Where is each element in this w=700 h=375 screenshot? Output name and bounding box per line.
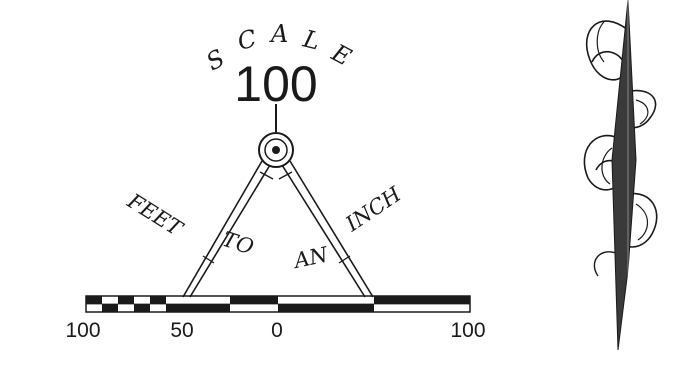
scale-phrase: FEET TO AN INCH bbox=[123, 182, 406, 274]
scale-tick-labels: 100 50 0 100 bbox=[65, 319, 485, 342]
scale-bar bbox=[86, 296, 470, 312]
tick-label: 0 bbox=[271, 319, 283, 342]
compass-divider-icon bbox=[183, 104, 373, 297]
scale-heading-letter-3: A bbox=[269, 20, 288, 48]
scale-phrase-inch: INCH bbox=[341, 182, 406, 237]
scale-phrase-an: AN bbox=[290, 242, 330, 273]
scale-heading-letter-1: S bbox=[202, 44, 230, 76]
scale-heading-letter-4: L bbox=[300, 24, 323, 55]
scale-phrase-to: TO bbox=[219, 227, 256, 259]
scale-heading-letter-2: C bbox=[235, 24, 260, 56]
north-arrow-icon bbox=[584, 0, 656, 350]
scale-heading-letter-5: E bbox=[326, 38, 356, 72]
tick-label: 100 bbox=[450, 319, 485, 342]
scale-value: 100 bbox=[234, 56, 317, 112]
scale-phrase-feet: FEET bbox=[123, 188, 188, 241]
tick-label: 50 bbox=[170, 319, 193, 342]
tick-label: 100 bbox=[65, 319, 100, 342]
